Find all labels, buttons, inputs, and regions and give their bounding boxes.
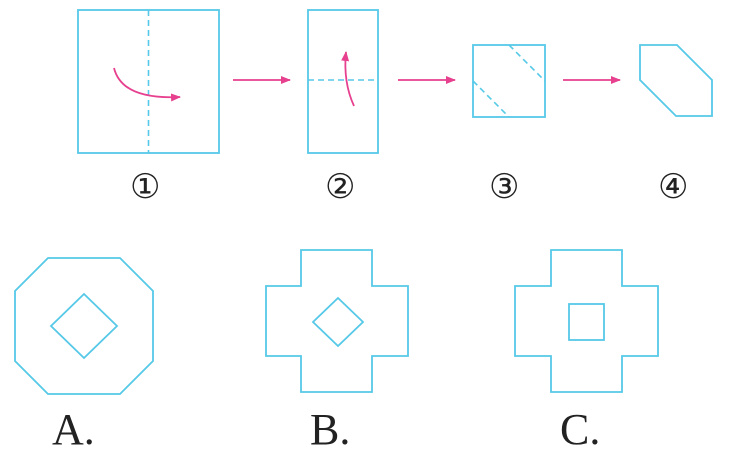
- step-1-label: ①: [130, 167, 160, 207]
- step-2-rectangle: [307, 9, 379, 154]
- step-1-figure: [77, 9, 220, 154]
- step-4-label: ④: [658, 167, 688, 207]
- step-3-cut-line-top: [508, 44, 546, 82]
- option-c-square-hole: [568, 303, 605, 341]
- step-4-figure: [639, 44, 713, 117]
- step-2-fold-arrow: [341, 51, 355, 107]
- option-c-outer-cross: [514, 249, 659, 393]
- option-a-label: A.: [52, 405, 95, 454]
- step-3-cut-line-bottom: [472, 80, 510, 118]
- option-b-label: B.: [310, 405, 350, 454]
- option-b-diamond-hole: [311, 296, 365, 348]
- option-a-outer-octagon: [14, 257, 154, 395]
- step-2-label: ②: [325, 167, 355, 207]
- step-1-fold-arrow: [113, 67, 181, 102]
- step-3-square: [472, 44, 546, 118]
- option-c-figure: [514, 249, 659, 393]
- option-a-diamond-hole: [49, 292, 119, 360]
- step-2-figure: [307, 9, 379, 154]
- option-b-figure: [265, 249, 409, 393]
- option-b-outer-cross: [265, 249, 409, 393]
- step-3-figure: [472, 44, 546, 118]
- option-a-figure: [14, 257, 154, 395]
- option-c-label: C.: [560, 405, 600, 454]
- step-3-label: ③: [489, 167, 519, 207]
